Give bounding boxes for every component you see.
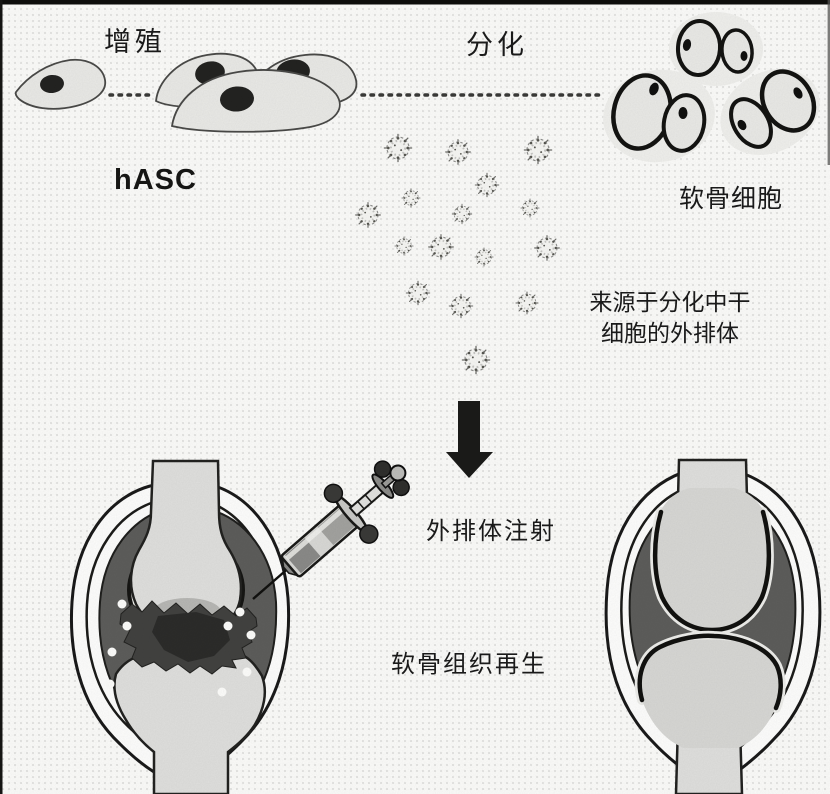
label-exosome-source: 来源于分化中干 细胞的外排体 — [580, 288, 760, 350]
label-exosome-source-line1: 来源于分化中干 — [589, 290, 751, 316]
label-proliferation: 增殖 — [104, 27, 166, 58]
label-cartilage-regeneration: 软骨组织再生 — [391, 650, 547, 678]
label-exosome-source-line2: 细胞的外排体 — [601, 321, 739, 347]
label-exosome-injection: 外排体注射 — [426, 517, 556, 545]
label-chondrocyte: 软骨细胞 — [679, 184, 784, 213]
label-differentiation: 分化 — [466, 30, 528, 61]
label-hasc: hASC — [114, 164, 197, 196]
